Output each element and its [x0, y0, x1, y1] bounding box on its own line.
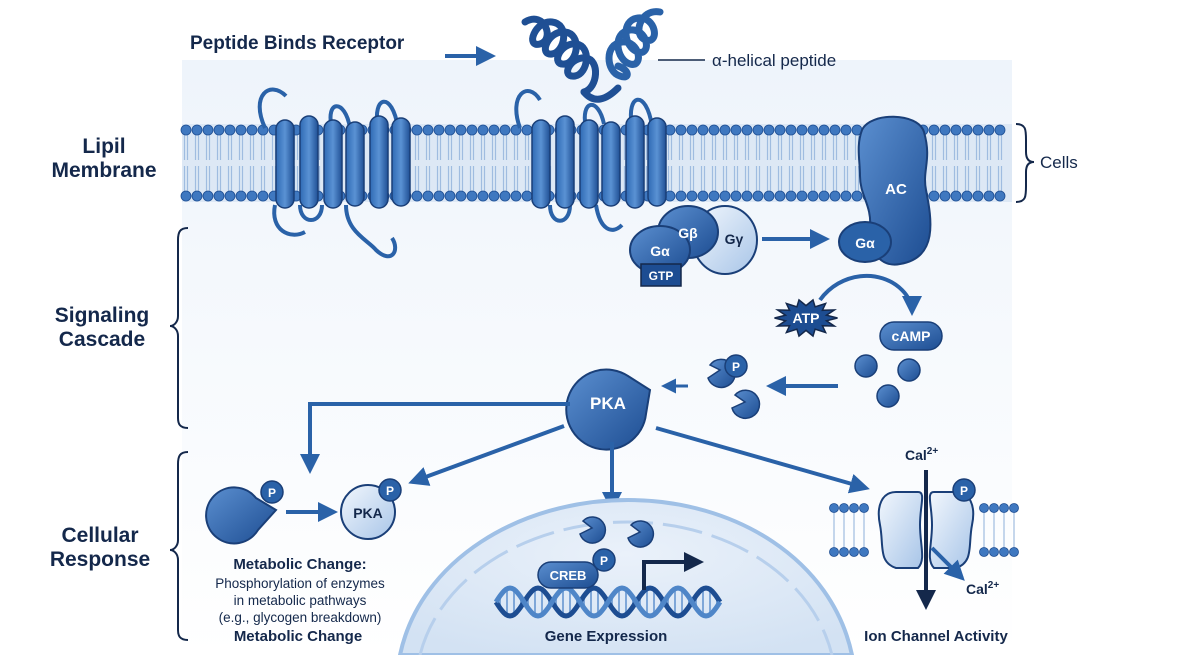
- g-alpha-ac-label: Gα: [855, 235, 875, 251]
- calcium-out-label: Cal2+: [966, 580, 999, 597]
- atp-to-camp-arrow: [818, 273, 922, 316]
- pka-to-ion-channel-arrow: [655, 426, 870, 494]
- g-protein-complex: [629, 205, 758, 287]
- section-membrane-line2: Membrane: [51, 159, 156, 182]
- gtp-label: GTP: [649, 269, 674, 283]
- camp-label: cAMP: [892, 328, 931, 344]
- g-gamma-label: Gγ: [725, 231, 744, 247]
- pka-to-left-arrow: [300, 402, 570, 474]
- response-bracket: [169, 451, 189, 641]
- creb-pill: [537, 561, 599, 589]
- gtp-box: [640, 263, 682, 287]
- pka-main: [565, 368, 652, 451]
- metabolic-footer: Metabolic Change: [234, 628, 362, 645]
- dna-helix: [493, 585, 723, 619]
- section-signaling-line2: Cascade: [59, 328, 145, 351]
- cells-label: Cells: [1040, 153, 1078, 172]
- phosphate-label-pka-small: P: [386, 484, 394, 498]
- camp-molecules: [854, 354, 921, 408]
- phospho-enzyme: [205, 486, 278, 545]
- atp-label: ATP: [793, 310, 820, 326]
- nuclear-envelope-inner: [418, 520, 834, 655]
- phosphate-label-channel: P: [960, 484, 968, 498]
- creb-label: CREB: [550, 568, 587, 583]
- calcium-in-label: Cal2+: [905, 446, 938, 463]
- camp-pill: [879, 321, 943, 351]
- ion-channel-membrane: [829, 503, 1019, 557]
- receptor-right: [514, 89, 667, 232]
- alpha-helical-peptide: [521, 8, 664, 103]
- signaling-bracket: [169, 227, 189, 429]
- calcium-out-arrow: [930, 546, 965, 581]
- top-title: Peptide Binds Receptor: [190, 33, 405, 54]
- phosphate-enzyme: [260, 480, 284, 504]
- phosphate-creb: [592, 548, 616, 572]
- ac-label: AC: [885, 181, 907, 198]
- receptor-left: [257, 87, 411, 259]
- phosphate-label-enzyme: P: [268, 486, 276, 500]
- metabolic-desc-line1: Phosphorylation of enzymes: [215, 576, 385, 591]
- g-alpha-label: Gα: [650, 243, 670, 259]
- adenylyl-cyclase: [838, 115, 932, 266]
- pka-to-metabolic-arrow: [408, 424, 565, 486]
- cells-bracket: [1015, 123, 1035, 203]
- phosphate-label-creb: P: [600, 554, 608, 568]
- atp-starburst: [774, 298, 838, 338]
- metabolic-desc-line3: (e.g., glycogen breakdown): [219, 610, 382, 625]
- phosphate-channel: [952, 478, 976, 502]
- section-response-line1: Cellular: [61, 524, 138, 547]
- nuclear-pka-subunits: [579, 516, 655, 548]
- peptide-label: α-helical peptide: [712, 51, 836, 70]
- pka-main-label: PKA: [590, 394, 626, 413]
- metabolic-heading: Metabolic Change:: [233, 556, 366, 573]
- metabolic-desc-line2: in metabolic pathways: [234, 593, 367, 608]
- transcription-start-arrow: [642, 552, 704, 590]
- pka-small: [340, 484, 396, 540]
- section-response-line2: Response: [50, 548, 150, 571]
- phosphate-label-subunit: P: [732, 360, 740, 374]
- g-alpha-on-ac: [838, 221, 892, 263]
- section-membrane-line1: Lipil: [82, 135, 125, 158]
- ion-channel: [877, 491, 975, 569]
- section-signaling-line1: Signaling: [55, 304, 150, 327]
- pka-small-label: PKA: [353, 505, 383, 521]
- ion-channel-label: Ion Channel Activity: [864, 628, 1008, 645]
- g-beta-label: Gβ: [678, 225, 698, 241]
- phosphate-pka-small: [378, 478, 402, 502]
- gene-expression-label: Gene Expression: [545, 628, 668, 645]
- regulatory-subunits: [707, 354, 761, 420]
